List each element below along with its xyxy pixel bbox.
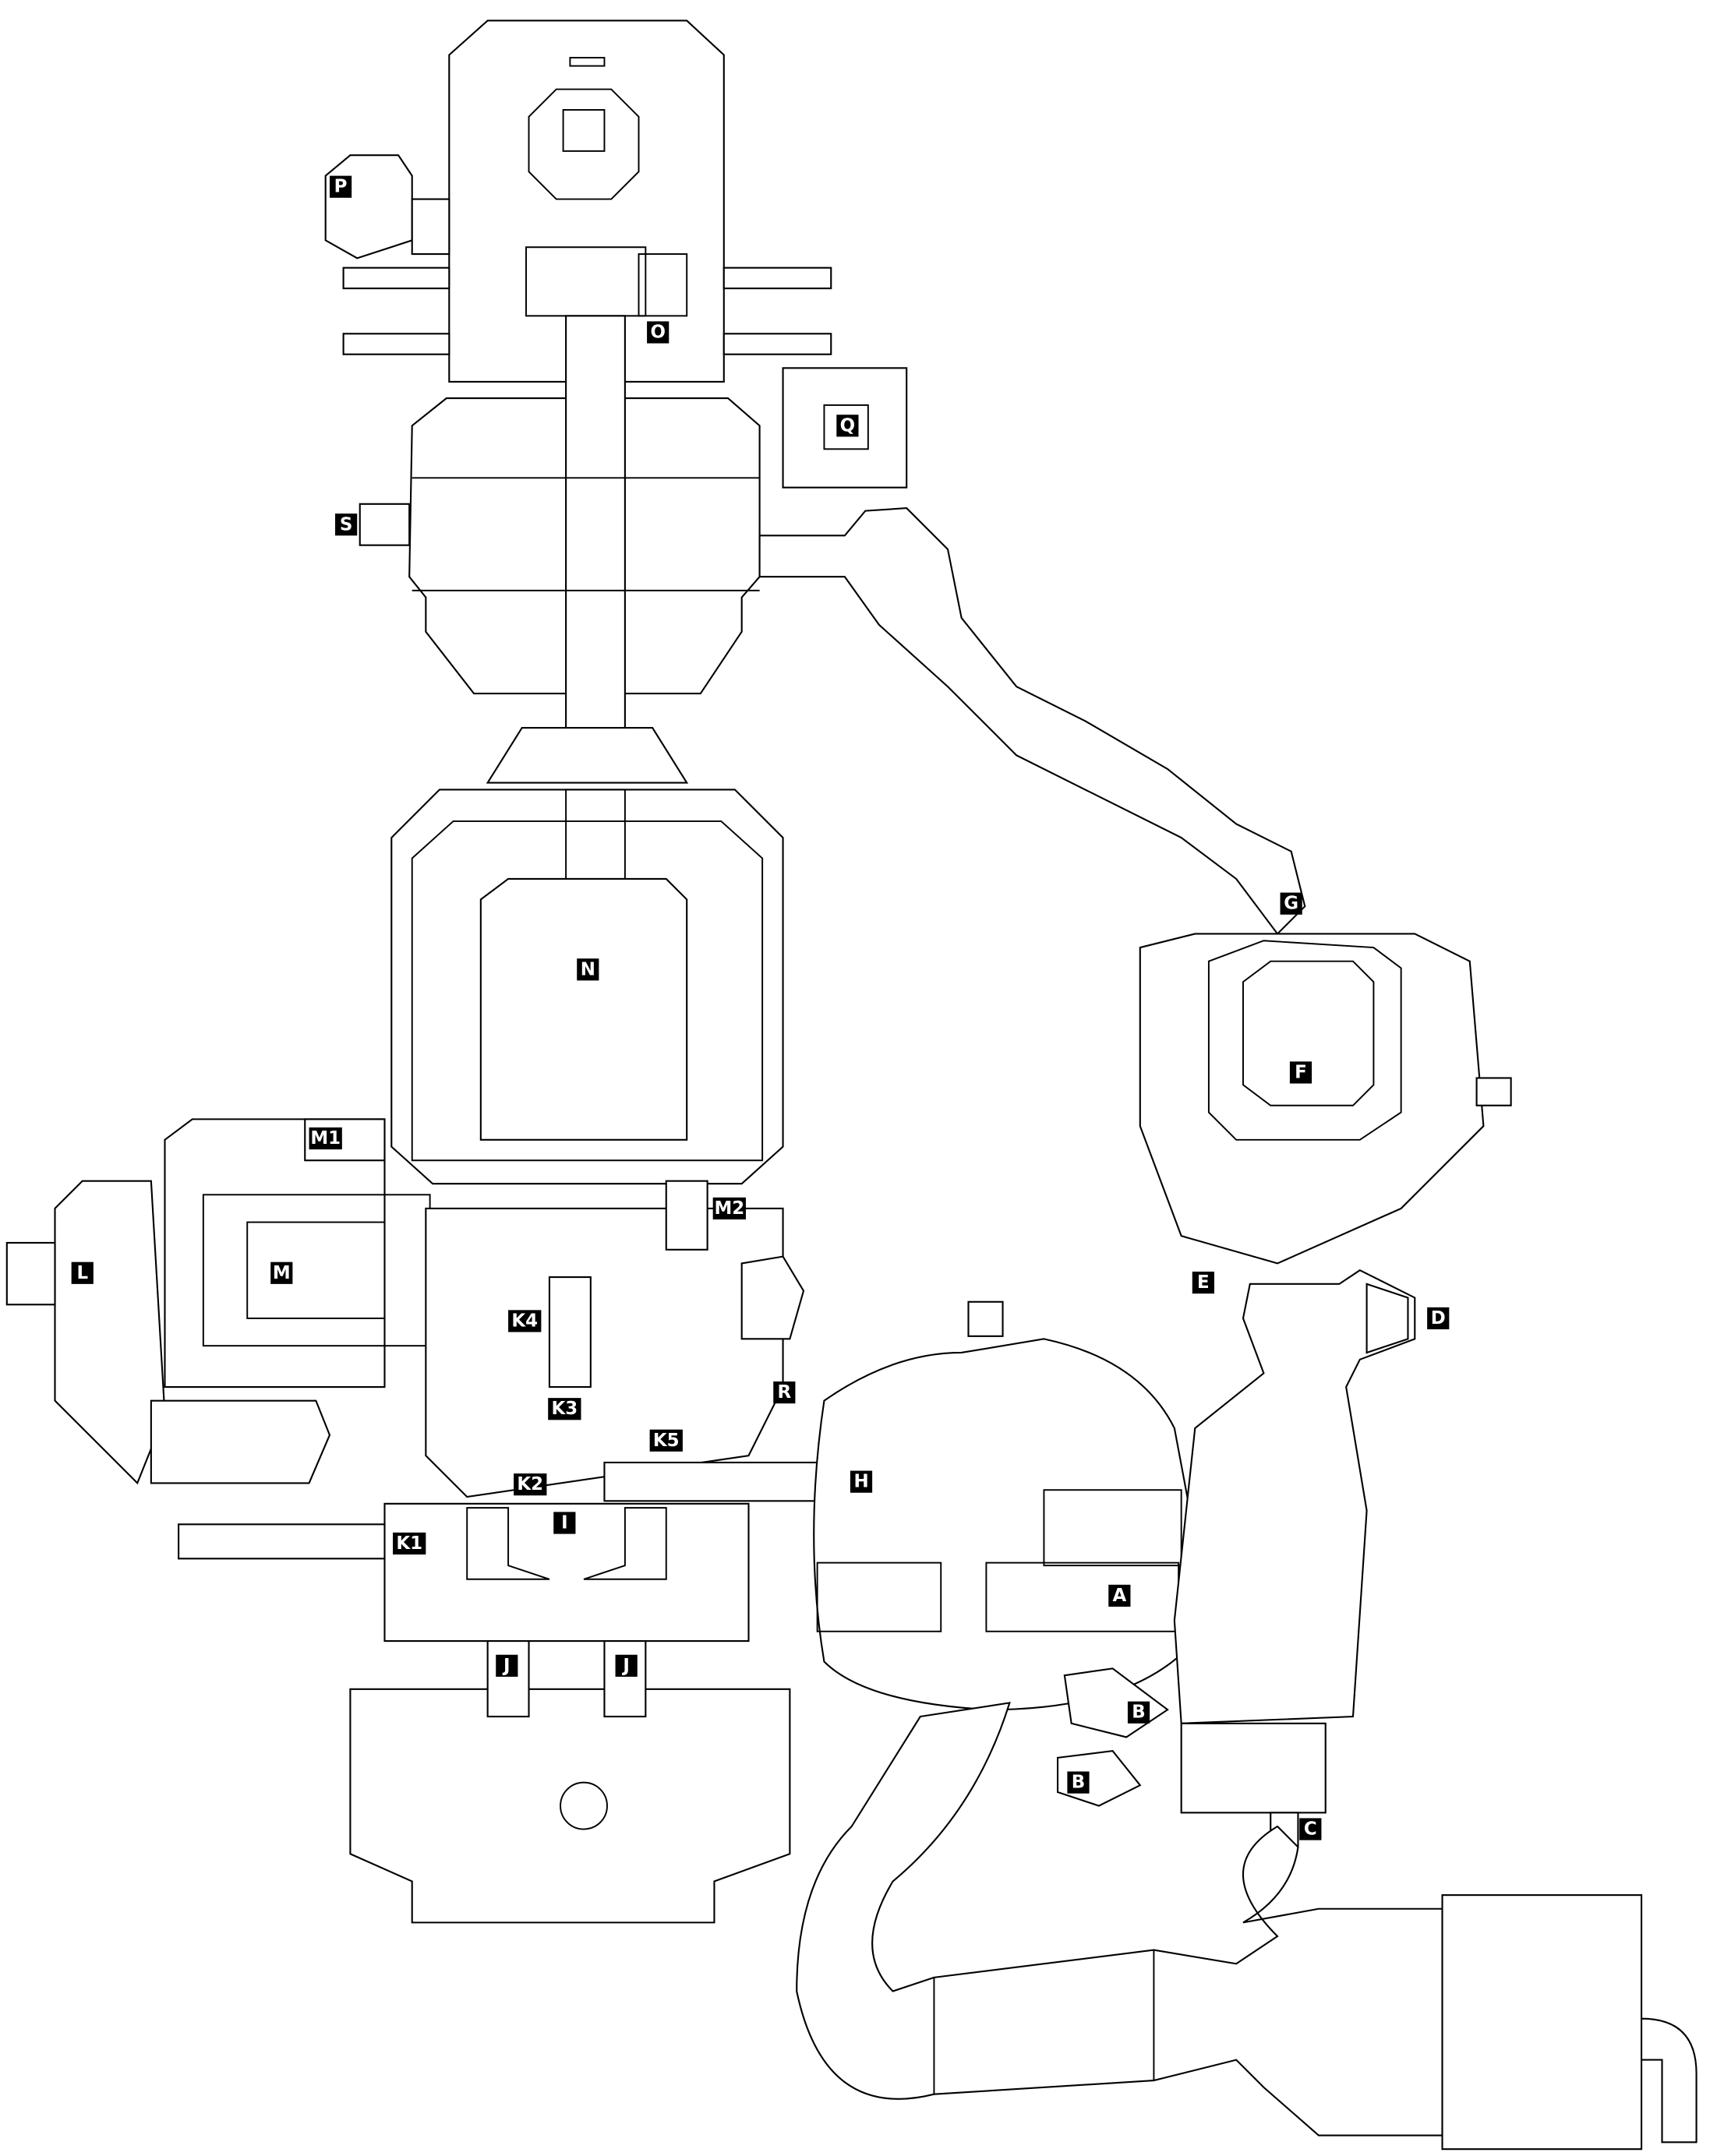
map-label-r: R: [773, 1381, 796, 1404]
map-label-q: Q: [836, 415, 859, 437]
label-text: K2: [517, 1474, 543, 1494]
label-background: [577, 958, 599, 981]
map-label-s: S: [335, 513, 358, 536]
map-label-e: E: [1192, 1271, 1214, 1294]
map-label-n: N: [577, 958, 599, 981]
label-text: E: [1197, 1272, 1210, 1293]
room-p: [324, 154, 413, 259]
map-label-a: A: [1108, 1584, 1131, 1607]
label-background: [548, 1398, 581, 1420]
map-label-k2: K2: [514, 1473, 547, 1496]
map-label-p: P: [329, 175, 352, 198]
label-text: B: [1072, 1773, 1085, 1793]
label-background: [270, 1261, 293, 1284]
label-text: J: [621, 1656, 630, 1676]
label-background: [615, 1654, 638, 1677]
cave-passage: [758, 507, 1306, 936]
label-background: [329, 175, 352, 198]
room-east: [1441, 1894, 1643, 2151]
map-label-d: D: [1427, 1307, 1450, 1330]
map-label-k4: K4: [508, 1310, 542, 1332]
label-background: [1192, 1271, 1214, 1294]
label-background: [1067, 1771, 1090, 1794]
label-background: [1127, 1701, 1150, 1724]
map-label-i: I: [553, 1512, 576, 1534]
map-label-m1: M1: [309, 1127, 342, 1150]
label-text: K4: [511, 1311, 538, 1331]
label-text: Q: [840, 415, 855, 436]
map-label-l: L: [71, 1261, 94, 1284]
label-text: K3: [551, 1399, 578, 1419]
label-text: K5: [653, 1431, 680, 1451]
map-label-h: H: [850, 1470, 873, 1493]
map-label-c: C: [1299, 1818, 1322, 1840]
label-text: B: [1132, 1703, 1145, 1723]
label-background: [553, 1512, 576, 1534]
map-label-j: J: [615, 1654, 638, 1677]
label-background: [1289, 1061, 1312, 1084]
label-background: [649, 1429, 683, 1452]
room-c: [1180, 1722, 1327, 1814]
map-label-b: B: [1127, 1701, 1150, 1724]
map-label-g: G: [1280, 892, 1302, 915]
map-label-k5: K5: [649, 1429, 683, 1452]
label-text: N: [581, 959, 595, 979]
label-text: L: [76, 1263, 88, 1283]
map-label-b: B: [1067, 1771, 1090, 1794]
map-label-j: J: [496, 1654, 518, 1677]
label-background: [71, 1261, 94, 1284]
label-text: S: [340, 514, 353, 535]
label-background: [1108, 1584, 1131, 1607]
label-text: D: [1431, 1308, 1446, 1329]
label-background: [309, 1127, 342, 1150]
label-text: G: [1284, 894, 1298, 914]
map-label-k1: K1: [393, 1532, 426, 1555]
label-background: [514, 1473, 547, 1496]
room-f: [1139, 933, 1485, 1265]
map-label-k3: K3: [548, 1398, 581, 1420]
room-k-area: [425, 1207, 784, 1498]
label-text: O: [650, 323, 665, 343]
room-top-hall: [448, 19, 725, 383]
label-text: M1: [310, 1128, 341, 1149]
map-label-o: O: [647, 321, 669, 344]
label-text: H: [853, 1472, 868, 1492]
room-j: [349, 1688, 791, 1924]
label-text: A: [1112, 1586, 1126, 1606]
lower-tunnel: [796, 1702, 1443, 2137]
label-text: J: [502, 1656, 511, 1676]
label-background: [712, 1197, 746, 1220]
map-geometry: [5, 19, 1698, 2151]
label-text: P: [334, 177, 348, 197]
label-background: [1427, 1307, 1450, 1330]
map-label-m: M: [270, 1261, 293, 1284]
label-background: [850, 1470, 873, 1493]
cave-a: [813, 1338, 1196, 1711]
label-text: K1: [396, 1533, 422, 1554]
label-text: M2: [714, 1198, 744, 1219]
map-label-f: F: [1289, 1061, 1312, 1084]
label-background: [335, 513, 358, 536]
label-background: [496, 1654, 518, 1677]
label-background: [508, 1310, 542, 1332]
label-background: [836, 415, 859, 437]
label-background: [647, 321, 669, 344]
map-label-m2: M2: [712, 1197, 746, 1220]
label-text: R: [778, 1382, 792, 1403]
label-text: M: [273, 1263, 291, 1283]
cave-d: [1173, 1269, 1416, 1724]
label-text: I: [561, 1513, 568, 1533]
label-text: C: [1304, 1819, 1317, 1840]
room-l: [54, 1180, 166, 1485]
label-background: [1280, 892, 1302, 915]
label-background: [1299, 1818, 1322, 1840]
label-background: [773, 1381, 796, 1404]
label-text: F: [1295, 1062, 1307, 1082]
label-background: [393, 1532, 426, 1555]
